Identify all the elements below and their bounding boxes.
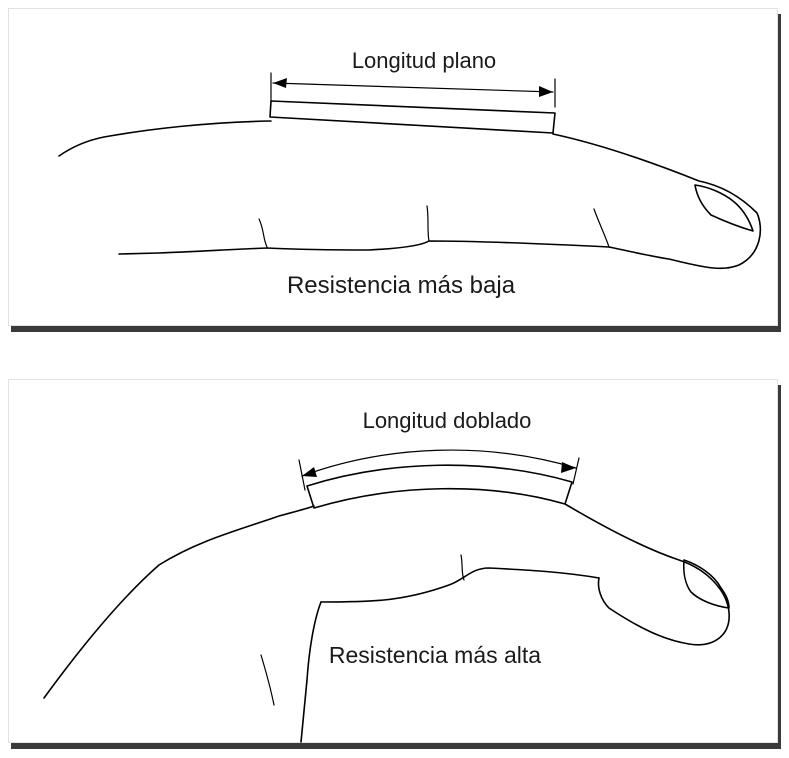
high-resistance-label: Resistencia más alta (329, 642, 541, 668)
flat-length-label: Longitud plano (352, 48, 496, 73)
flat-finger-diagram: Longitud plano Resistencia más baja (9, 9, 779, 327)
flat-finger-icon (59, 121, 760, 268)
flat-finger-panel: Longitud plano Resistencia más baja (8, 8, 778, 326)
flat-sensor-strip (270, 101, 555, 133)
bent-length-label: Longitud doblado (363, 408, 532, 433)
flat-length-arrow (271, 73, 555, 107)
bent-finger-diagram: Longitud doblado Resistencia más alta (9, 380, 779, 744)
bent-sensor-strip (307, 465, 572, 508)
bent-finger-panel: Longitud doblado Resistencia más alta (8, 379, 778, 743)
low-resistance-label: Resistencia más baja (287, 272, 516, 299)
bent-finger-icon (44, 504, 729, 742)
